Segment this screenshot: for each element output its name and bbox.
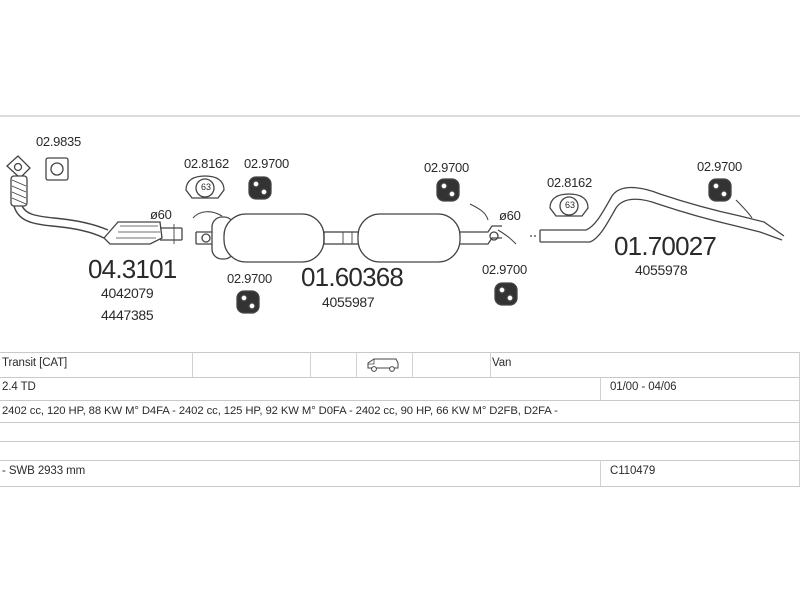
clamp-icon-left [185, 175, 225, 199]
part-label-clamp-left: 02.8162 [184, 156, 229, 171]
production-years: 01/00 - 04/06 [610, 381, 677, 393]
middle-silencer [192, 203, 517, 263]
part-label-hanger: 02.9700 [424, 160, 469, 175]
rubber-hanger-icon [708, 178, 732, 202]
van-icon [367, 358, 399, 372]
diameter-label: ø60 [499, 208, 521, 223]
table-divider [192, 352, 193, 377]
table-divider [0, 377, 800, 378]
wheelbase: - SWB 2933 mm [2, 465, 86, 477]
oe-number: 4055987 [322, 294, 375, 310]
part-label-gasket: 02.9835 [36, 134, 81, 149]
table-divider [490, 352, 491, 377]
part-label-clamp-right: 02.8162 [547, 175, 592, 190]
gasket-icon [45, 157, 69, 181]
part-label-hanger: 02.9700 [482, 262, 527, 277]
rear-tailpipe [530, 186, 785, 243]
table-divider [0, 400, 800, 401]
clamp-icon-right [549, 193, 589, 217]
part-number-middle: 01.60368 [301, 262, 404, 292]
part-number-catalytic: 04.3101 [88, 254, 177, 284]
table-divider [0, 460, 800, 461]
part-number-rear: 01.70027 [614, 231, 717, 261]
body-type: Van [492, 357, 512, 369]
table-divider [0, 486, 800, 487]
clamp-size-label: 63 [201, 182, 212, 192]
part-label-hanger: 02.9700 [227, 271, 272, 286]
table-divider [600, 377, 601, 400]
table-divider [0, 422, 800, 423]
vehicle-model: Transit [CAT] [2, 357, 68, 369]
catalytic-converter [103, 221, 183, 245]
rubber-hanger-icon [494, 282, 518, 306]
table-divider [412, 352, 413, 377]
engine-codes: 2402 cc, 120 HP, 88 KW M° D4FA - 2402 cc… [2, 405, 558, 417]
table-divider [310, 352, 311, 377]
part-label-hanger: 02.9700 [244, 156, 289, 171]
rubber-hanger-icon [236, 290, 260, 314]
table-divider [0, 441, 800, 442]
part-label-hanger: 02.9700 [697, 159, 742, 174]
table-divider [0, 352, 800, 353]
rubber-hanger-icon [248, 176, 272, 200]
table-divider [600, 460, 601, 486]
oe-number: 4447385 [101, 307, 154, 323]
engine: 2.4 TD [2, 381, 36, 393]
rubber-hanger-icon [436, 178, 460, 202]
table-divider [356, 352, 357, 377]
oe-number: 4055978 [635, 262, 688, 278]
front-downpipe [6, 155, 109, 239]
diameter-label: ø60 [150, 207, 172, 222]
oe-number: 4042079 [101, 285, 154, 301]
reference-code: C110479 [610, 465, 656, 477]
clamp-size-label: 63 [565, 200, 576, 210]
